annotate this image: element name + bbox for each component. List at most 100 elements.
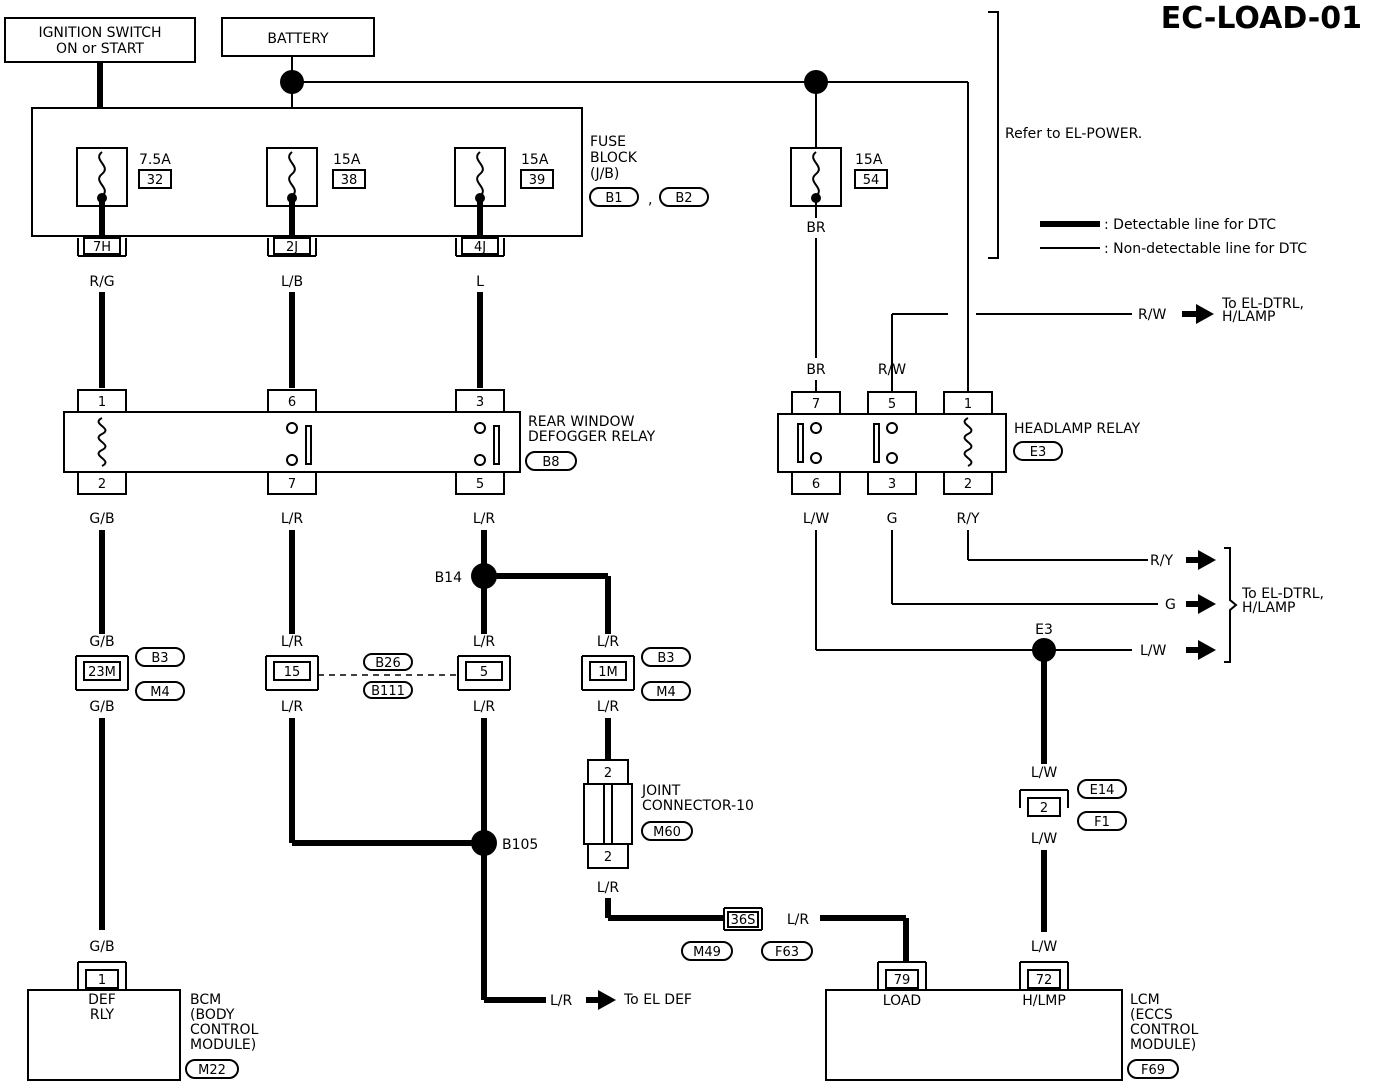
- svg-text:E3: E3: [1030, 445, 1047, 460]
- legend-non-detectable-text: : Non-detectable line for DTC: [1104, 241, 1307, 257]
- wire-label-lr-7: L/R: [597, 634, 620, 650]
- svg-text:M4: M4: [150, 685, 170, 700]
- refer-bracket: [988, 11, 999, 259]
- connector-36s: 36S: [723, 907, 763, 931]
- connector-15: 15: [265, 655, 319, 691]
- arrow-ry: [1198, 550, 1216, 570]
- rear-relay-contact-a1: [286, 422, 298, 434]
- connector-e14: E14: [1077, 779, 1127, 799]
- headlamp-relay-switch-a: [797, 423, 804, 463]
- wire-label-lr-8: L/R: [597, 699, 620, 715]
- fuse-39-amp: 15A: [521, 152, 549, 168]
- headlamp-relay-switch-b: [873, 423, 880, 463]
- svg-text:B3: B3: [657, 651, 674, 666]
- wire-label-lr-3: L/R: [281, 699, 304, 715]
- svg-text:2: 2: [1040, 801, 1048, 816]
- dtrl-bracket: [1224, 547, 1238, 663]
- svg-text:36S: 36S: [731, 913, 756, 928]
- rear-relay-contact-a2: [286, 454, 298, 466]
- wire-label-gb-2: G/B: [89, 634, 114, 650]
- connector-b3-left: B3: [135, 647, 185, 667]
- to-el-def: To EL DEF: [623, 992, 692, 1008]
- connector-23m: 23M: [75, 655, 129, 691]
- svg-text:5: 5: [888, 397, 896, 412]
- fuse-pin-2j: 2J: [267, 237, 317, 257]
- fuse-pin-7h: 7H: [77, 237, 127, 257]
- svg-text:72: 72: [1036, 973, 1053, 988]
- wire-label-lr-1: L/R: [281, 511, 304, 527]
- rear-relay-bottom-pins: 2 7 5: [77, 471, 505, 495]
- svg-text:B2: B2: [675, 191, 692, 206]
- wire-label-lr-6: L/R: [473, 699, 496, 715]
- svg-text:1: 1: [98, 973, 106, 988]
- lcm-hlmp-label: H/LMP: [1022, 993, 1066, 1009]
- fuse-pin-4j: 4J: [455, 237, 505, 257]
- connector-m4-left: M4: [135, 681, 185, 701]
- svg-text:M22: M22: [198, 1063, 226, 1078]
- svg-text:2: 2: [604, 766, 612, 781]
- wire-label-rg: R/G: [89, 274, 114, 290]
- svg-text:B26: B26: [375, 656, 400, 671]
- wire-label-lw-right: L/W: [1140, 643, 1167, 659]
- wire-label-lr-5: L/R: [473, 634, 496, 650]
- svg-text:1M: 1M: [598, 665, 618, 680]
- arrow-lw: [1198, 640, 1216, 660]
- junction-e3-label: E3: [1035, 622, 1053, 638]
- wire-label-lr-9: L/R: [597, 880, 620, 896]
- rear-relay-top-pins: 1 6 3: [77, 389, 505, 413]
- svg-text:1: 1: [964, 397, 972, 412]
- connector-1m: 1M: [581, 655, 635, 691]
- svg-text:2: 2: [964, 477, 972, 492]
- rear-relay-coil: [97, 417, 107, 467]
- wire-label-ry: R/Y: [1150, 553, 1173, 569]
- fuse-block-connector-b2: B2: [659, 187, 709, 207]
- rear-relay-contact-b2: [474, 454, 486, 466]
- lcm-connector: F69: [1127, 1059, 1179, 1079]
- svg-text:F63: F63: [775, 945, 799, 960]
- svg-text:F69: F69: [1141, 1063, 1165, 1078]
- wire-label-lw-2: L/W: [1031, 831, 1058, 847]
- wire-label-lr-10: L/R: [787, 912, 810, 928]
- rear-relay-contact-b1: [474, 422, 486, 434]
- wire-label-lw-3: L/W: [1031, 939, 1058, 955]
- fuse-block-connector-separator: ,: [648, 192, 652, 208]
- headlamp-relay-connector: E3: [1013, 441, 1063, 461]
- rear-relay-connector: B8: [525, 451, 577, 471]
- bcm-connector: M22: [185, 1059, 239, 1079]
- wire-label-br-top: BR: [806, 220, 826, 236]
- arrow-rw-head: [1196, 304, 1214, 324]
- connector-5: 5: [457, 655, 511, 691]
- connector-f1: F1: [1077, 811, 1127, 831]
- battery-label: BATTERY: [267, 31, 329, 47]
- rear-relay-switch-b: [493, 425, 500, 465]
- svg-text:23M: 23M: [88, 665, 116, 680]
- fuse-54-amp: 15A: [855, 152, 883, 168]
- svg-text:79: 79: [894, 973, 911, 988]
- wire-label-gb-4: G/B: [89, 939, 114, 955]
- wire-label-lr-def: L/R: [550, 993, 573, 1009]
- svg-text:6: 6: [812, 477, 820, 492]
- svg-text:B111: B111: [371, 684, 405, 699]
- svg-text:7H: 7H: [93, 240, 111, 255]
- to-el-dtrl-right: To EL-DTRL,H/LAMP: [1241, 586, 1324, 616]
- svg-text:F1: F1: [1094, 815, 1110, 830]
- fuse-38: 15A 38: [266, 147, 366, 207]
- lcm-load-label: LOAD: [883, 993, 921, 1009]
- fuse-38-amp: 15A: [333, 152, 361, 168]
- headlamp-relay-contact-b2: [886, 452, 898, 464]
- fuse-38-num: 38: [341, 173, 358, 188]
- headlamp-relay-contact-a1: [810, 422, 822, 434]
- lcm-pin-72: 72: [1019, 961, 1069, 990]
- bcm-body: [27, 989, 181, 1081]
- fuse-39: 15A 39: [454, 147, 554, 207]
- bcm-pin: 1: [77, 961, 127, 990]
- svg-text:7: 7: [812, 397, 820, 412]
- svg-text:1: 1: [98, 395, 106, 410]
- headlamp-relay-bottom-pins: 6 3 2: [791, 471, 993, 495]
- svg-text:B8: B8: [542, 455, 559, 470]
